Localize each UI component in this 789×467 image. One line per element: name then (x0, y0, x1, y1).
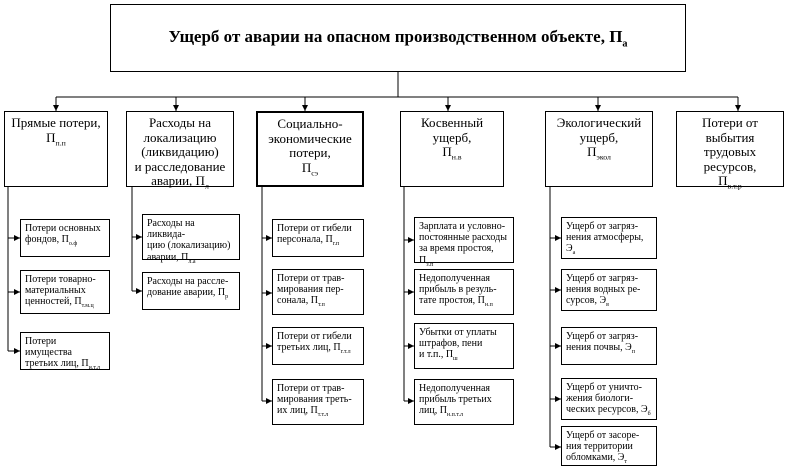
subitem-fixed-assets: Потери основных фондов, По.ф (20, 219, 110, 257)
diagram-title: Ущерб от аварии на опасном производствен… (110, 4, 686, 72)
subitem-water-pollution: Ущерб от загряз- нения водных ре- сурсов… (561, 269, 657, 311)
subitem-third-party-lost-profit: Недополученная прибыль третьих лиц, Пн.п… (414, 379, 514, 425)
subitem-personnel-injuries: Потери от трав- мирования пер- сонала, П… (272, 269, 364, 315)
title-text: Ущерб от аварии на опасном производствен… (168, 26, 623, 46)
subitem-territory-debris: Ущерб от засоре- ния территории обломкам… (561, 426, 657, 466)
subitem-lost-profit-downtime: Недополученная прибыль в резуль- тате пр… (414, 269, 514, 315)
subitem-third-party-deaths: Потери от гибели третьих лиц, Пг.т.л (272, 327, 364, 365)
subitem-downtime-wages: Зарплата и условно- постоянные расходы з… (414, 217, 514, 268)
subitem-investigation-costs: Расходы на рассле- дование аварии, Пр (142, 272, 240, 310)
subitem-biological-resources: Ущерб от уничто- жения биологи- ческих р… (561, 378, 657, 420)
category-localization-costs: Расходы на локализацию (ликвидацию) и ра… (126, 111, 234, 191)
subitem-third-party-property: Потери имущества третьих лиц, Пи.т.л (20, 332, 110, 371)
category-socioeconomic-losses: Социально- экономические потери, Псэ (256, 111, 364, 187)
subitem-personnel-deaths: Потери от гибели персонала, Пг.п (272, 219, 364, 257)
subitem-soil-pollution: Ущерб от загряз- нения почвы, Эп (561, 327, 657, 365)
subitem-fines-losses: Убытки от уплаты штрафов, пени и т.п., П… (414, 323, 514, 369)
subitem-air-pollution: Ущерб от загряз- нения атмосферы, Эа (561, 217, 657, 259)
subitem-liquidation-costs: Расходы на ликвида- цию (локализацию) ав… (142, 214, 240, 265)
subitem-material-values: Потери товарно- материальных ценностей, … (20, 270, 110, 314)
category-labor-resources-loss: Потери от выбытия трудовых ресурсов, Пв.… (676, 111, 784, 191)
category-indirect-damage: Косвенный ущерб, Пн.в (400, 111, 504, 187)
subitem-third-party-injuries: Потери от трав- мирования треть- их лиц,… (272, 379, 364, 425)
category-ecological-damage: Экологический ущерб, Пэкол (545, 111, 653, 187)
title-subscript: а (622, 37, 628, 49)
category-direct-losses: Прямые потери, Пп.п (4, 111, 108, 187)
